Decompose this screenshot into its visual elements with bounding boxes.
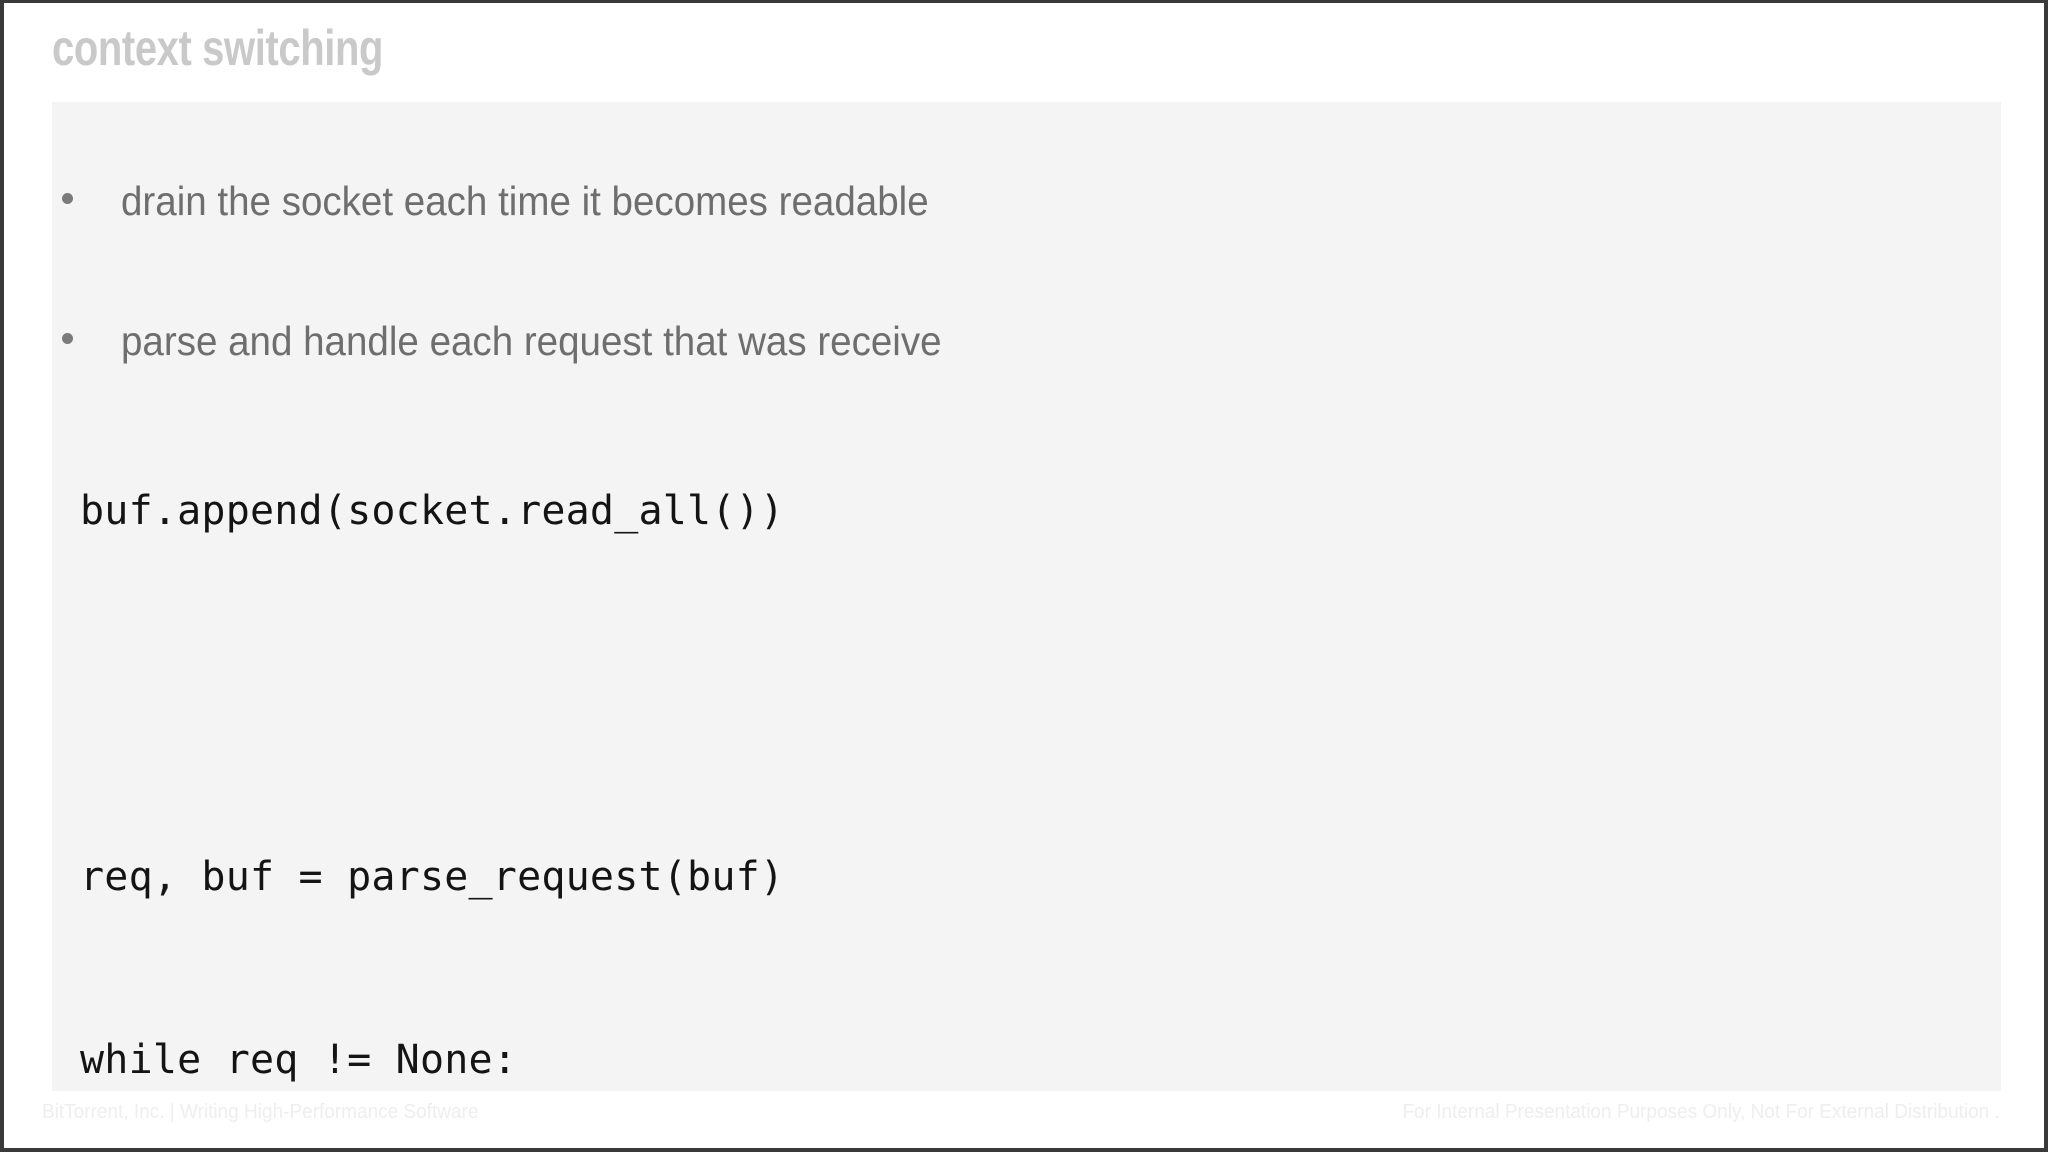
page-title: context switching — [52, 20, 384, 76]
code-line — [80, 664, 881, 725]
code-line: buf.append(socket.read_all()) — [80, 488, 785, 534]
code-block: buf.append(socket.read_all()) req, buf =… — [80, 359, 881, 1148]
footer-right-text: For Internal Presentation Purposes Only,… — [1402, 1101, 2000, 1123]
bullet-item-label: parse and handle each request that was r… — [121, 318, 942, 364]
code-line: req, buf = parse_request(buf) — [80, 854, 785, 900]
bullet-item-label: drain the socket each time it becomes re… — [121, 178, 929, 224]
bullet-dot-icon — [62, 333, 73, 344]
bullet-dot-icon — [62, 193, 73, 204]
code-line: while req != None: — [80, 1037, 518, 1083]
list-item: drain the socket each time it becomes re… — [62, 177, 980, 225]
list-item: parse and handle each request that was r… — [62, 317, 994, 365]
content-panel — [52, 102, 2001, 1091]
footer-left-text: BitTorrent, Inc. | Writing High-Performa… — [42, 1101, 479, 1123]
